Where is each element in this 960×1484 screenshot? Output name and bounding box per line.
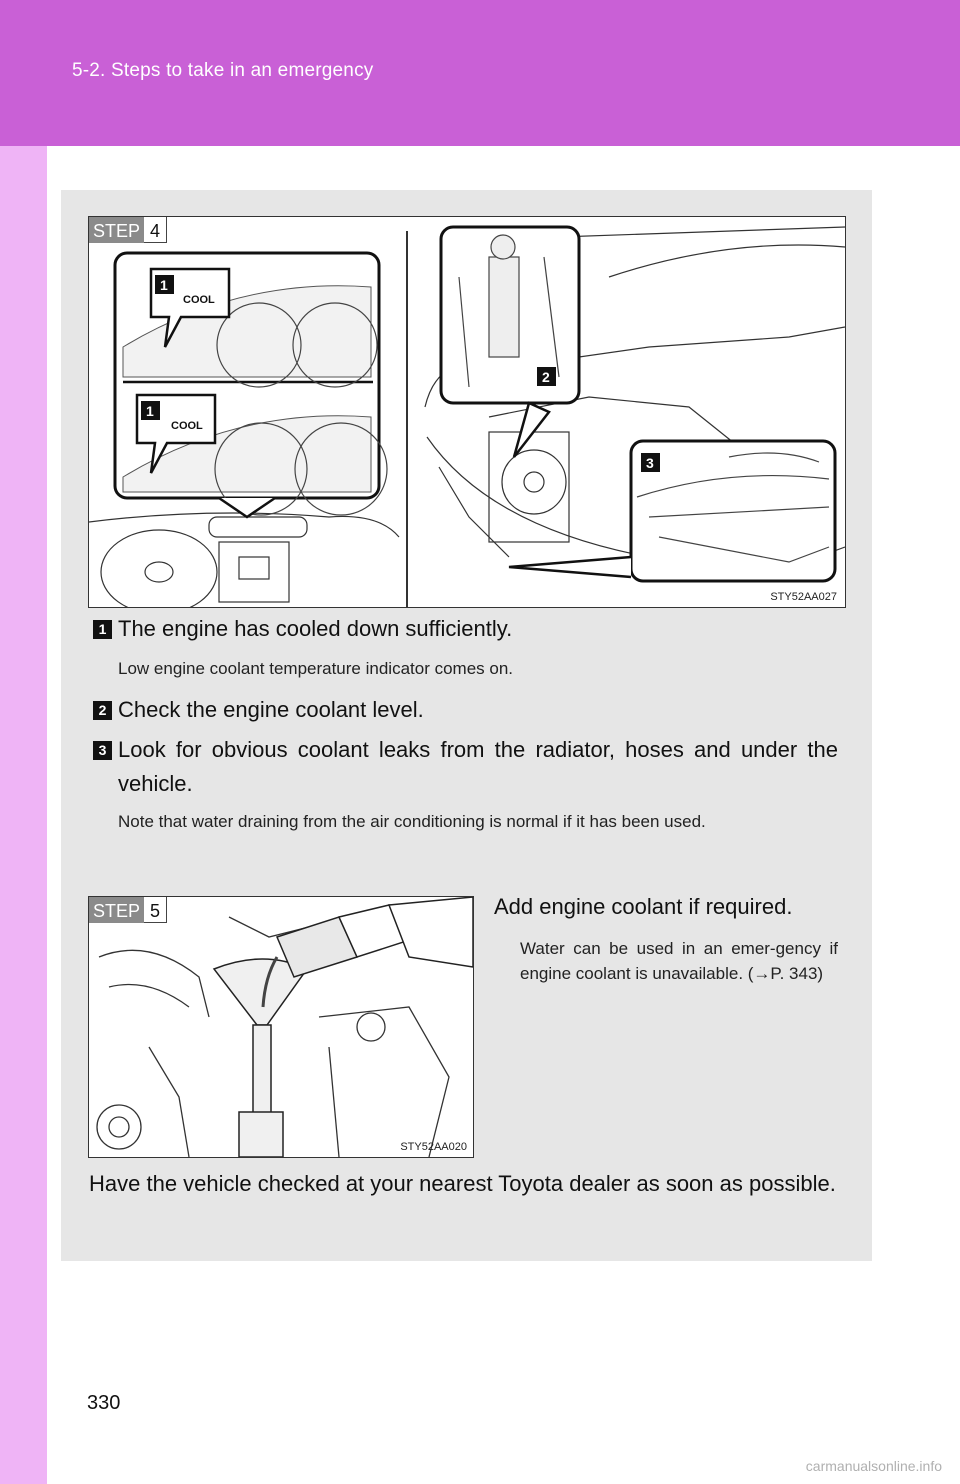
watermark: carmanualsonline.info <box>805 1458 942 1474</box>
step5-instruction: Add engine coolant if required. <box>494 894 793 919</box>
item-text: Check the engine coolant level. <box>118 697 424 722</box>
step-label: STEP <box>89 897 145 923</box>
callout-3: 3 <box>646 455 654 471</box>
item-text: Look for obvious coolant leaks from the … <box>118 737 838 796</box>
step-number: 5 <box>144 897 168 923</box>
callout-1a: 1 <box>160 277 168 293</box>
item-text: The engine has cooled down sufficiently. <box>118 616 513 641</box>
item-note: Note that water draining from the air co… <box>118 812 706 831</box>
list-item-2: 2 Check the engine coolant level. <box>93 693 838 727</box>
number-2-icon: 2 <box>93 701 112 720</box>
figure-code: STY52AA027 <box>770 591 837 603</box>
step4-tag: STEP 4 <box>89 217 168 243</box>
section-title: 5-2. Steps to take in an emergency <box>72 60 374 81</box>
number-1-icon: 1 <box>93 620 112 639</box>
item-note: Low engine coolant temperature indicator… <box>118 659 514 678</box>
step5-note: Water can be used in an emer-gency if en… <box>520 939 838 983</box>
closing-note: Have the vehicle checked at your nearest… <box>89 1171 836 1196</box>
list-item-1: 1 The engine has cooled down sufficientl… <box>93 612 838 646</box>
page-number: 330 <box>87 1392 121 1414</box>
cool-label-2: COOL <box>171 420 203 432</box>
figure-code: STY52AA020 <box>400 1141 467 1153</box>
step4-illustration: STEP 4 <box>88 216 846 608</box>
header-bar: 5-2. Steps to take in an emergency <box>0 0 960 146</box>
cool-label-1: COOL <box>183 294 215 306</box>
coolant-pour-drawing <box>96 897 473 1157</box>
step5-tag: STEP 5 <box>89 897 168 923</box>
step5-illustration: STEP 5 STY52AA020 <box>88 896 474 1158</box>
engine-bay-drawing: 1 1 COOL COOL <box>89 225 845 607</box>
number-3-icon: 3 <box>93 741 112 760</box>
step-label: STEP <box>89 217 145 243</box>
callout-2: 2 <box>542 369 550 385</box>
callout-1b: 1 <box>146 403 154 419</box>
step-number: 4 <box>144 217 168 243</box>
side-tab-bar <box>0 146 47 1484</box>
list-item-3: 3 Look for obvious coolant leaks from th… <box>93 733 838 801</box>
